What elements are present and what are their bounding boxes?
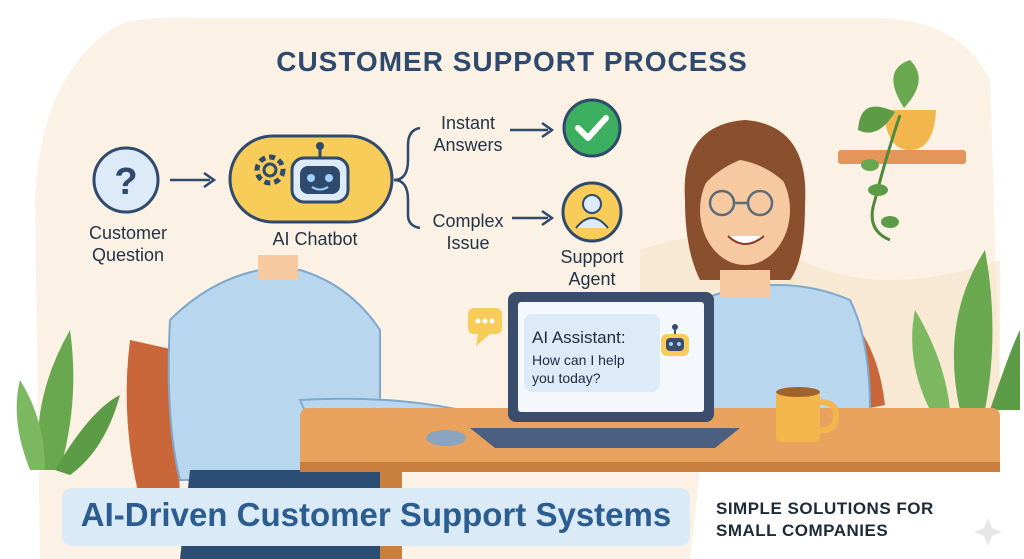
label-instant-answers: Instant Answers <box>433 113 503 155</box>
label-support-agent: Support Agent <box>560 247 624 289</box>
mouse <box>426 430 466 446</box>
plant-right <box>912 250 1020 410</box>
gear-icon <box>254 154 286 186</box>
arrow-1 <box>170 171 217 189</box>
arrow-3 <box>512 209 555 227</box>
chat-bubble-title: AI Assistant: <box>532 328 626 347</box>
check-icon <box>562 98 622 158</box>
sparkle-icon <box>974 518 1002 546</box>
chat-dots-icon <box>468 308 502 346</box>
svg-text:?: ? <box>114 161 137 203</box>
footer-tagline: SIMPLE SOLUTIONS FOR SMALL COMPANIES <box>716 499 934 540</box>
footer-banner <box>62 488 690 546</box>
question-icon: ? <box>92 146 160 214</box>
plant-left <box>16 330 120 475</box>
robot-icon <box>290 142 350 204</box>
footer-banner-text: AI-Driven Customer Support Systems <box>80 496 672 533</box>
diagram-title: CUSTOMER SUPPORT PROCESS <box>276 46 748 77</box>
chair-left <box>126 340 180 500</box>
label-customer-question: Customer Question <box>88 223 168 265</box>
label-ai-chatbot: AI Chatbot <box>272 229 358 249</box>
person-icon <box>561 181 623 243</box>
robot-icon-small <box>661 324 689 356</box>
laptop <box>470 292 740 448</box>
branch-brace <box>393 126 421 230</box>
plant-icon <box>838 60 966 242</box>
arrow-2 <box>510 121 555 139</box>
label-complex-issue: Complex Issue <box>432 211 504 253</box>
chat-bubble-message: How can I help you today? <box>532 352 625 386</box>
coffee-mug-icon <box>776 387 840 442</box>
